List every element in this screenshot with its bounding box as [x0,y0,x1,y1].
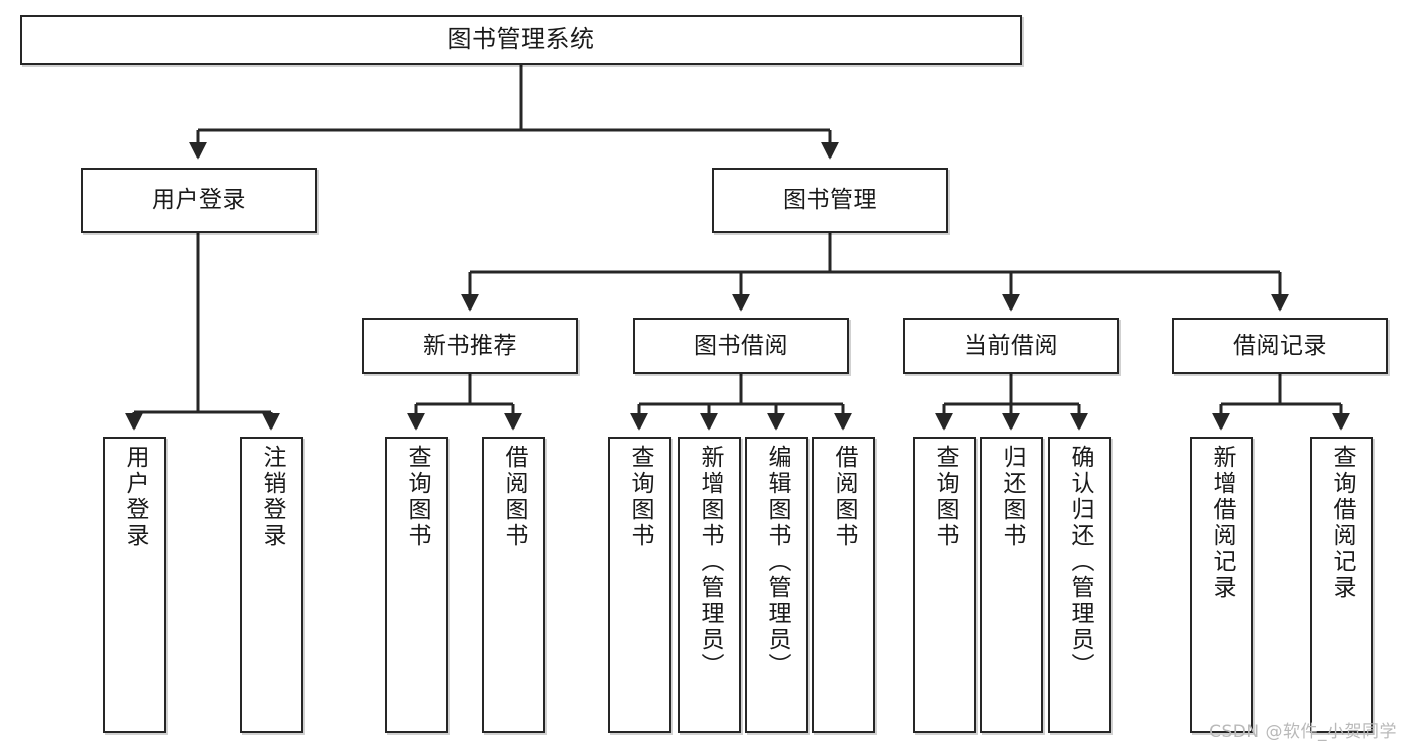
node-book-management[interactable]: 图书管理 [712,168,948,233]
node-label: 图书管理系统 [447,25,595,54]
node-label: 编辑图书（管理员） [764,445,790,679]
node-leaf-edit-book-admin[interactable]: 编辑图书（管理员） [745,437,808,733]
node-leaf-query-book-1[interactable]: 查询图书 [385,437,448,733]
node-leaf-add-borrow-record[interactable]: 新增借阅记录 [1190,437,1253,733]
node-leaf-add-book-admin[interactable]: 新增图书（管理员） [678,437,741,733]
node-label: 新增借阅记录 [1209,445,1235,601]
node-label: 查询图书 [932,445,958,549]
node-book-borrowing[interactable]: 图书借阅 [633,318,849,374]
node-leaf-confirm-return-admin[interactable]: 确认归还（管理员） [1048,437,1111,733]
node-leaf-query-borrow-record[interactable]: 查询借阅记录 [1310,437,1373,733]
node-new-book-recommendation[interactable]: 新书推荐 [362,318,578,374]
node-label: 查询图书 [627,445,653,549]
node-leaf-borrow-book-2[interactable]: 借阅图书 [812,437,875,733]
node-leaf-logout[interactable]: 注销登录 [240,437,303,733]
node-leaf-return-book[interactable]: 归还图书 [980,437,1043,733]
node-root-system[interactable]: 图书管理系统 [20,15,1022,65]
node-label: 注销登录 [259,445,285,549]
node-label: 查询借阅记录 [1329,445,1355,601]
node-label: 查询图书 [404,445,430,549]
node-leaf-query-book-3[interactable]: 查询图书 [913,437,976,733]
node-label: 用户登录 [122,445,148,549]
node-label: 借阅图书 [831,445,857,549]
node-label: 当前借阅 [964,332,1058,359]
node-leaf-borrow-book-1[interactable]: 借阅图书 [482,437,545,733]
node-leaf-user-login[interactable]: 用户登录 [103,437,166,733]
node-leaf-query-book-2[interactable]: 查询图书 [608,437,671,733]
node-label: 图书借阅 [694,332,788,359]
node-label: 归还图书 [999,445,1025,549]
node-label: 新书推荐 [423,332,517,359]
node-label: 新增图书（管理员） [697,445,723,679]
node-user-login[interactable]: 用户登录 [81,168,317,233]
node-label: 借阅图书 [501,445,527,549]
node-label: 用户登录 [152,187,246,214]
node-label: 图书管理 [783,187,877,214]
node-label: 确认归还（管理员） [1067,445,1093,679]
node-borrow-records[interactable]: 借阅记录 [1172,318,1388,374]
node-current-borrowing[interactable]: 当前借阅 [903,318,1119,374]
node-label: 借阅记录 [1233,332,1327,359]
